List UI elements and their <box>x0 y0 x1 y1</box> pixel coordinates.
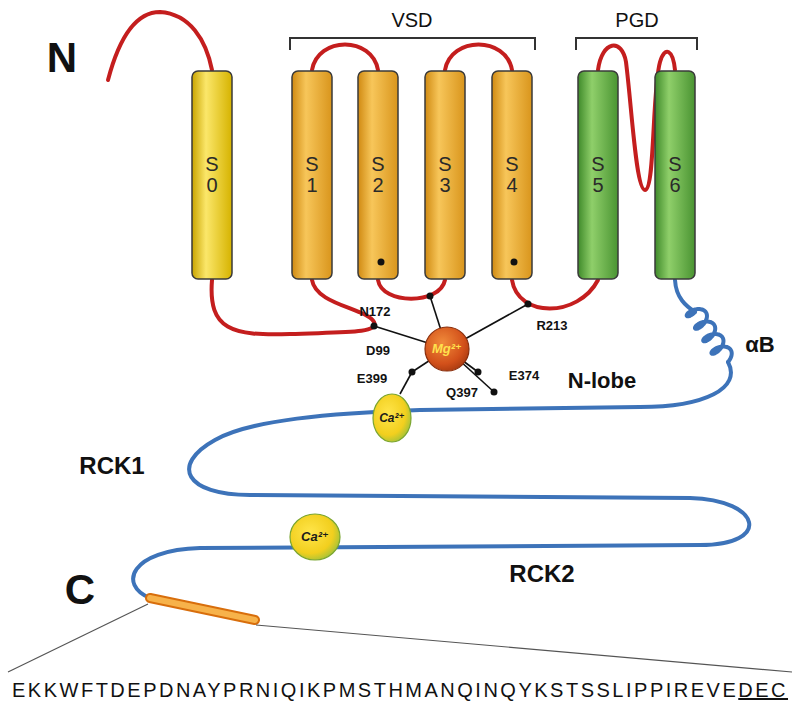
leader-line <box>8 604 792 672</box>
calcium-ion: Ca²⁺ <box>372 393 412 443</box>
sequence-text: EKKWFTDEPDNAYPRNIQIKPMSTHMANQINQYKSTSSLI… <box>12 679 738 702</box>
coordination-line <box>374 296 528 394</box>
segment-name: S 0 <box>204 154 220 196</box>
helix-coil <box>687 309 732 362</box>
residue-label: E374 <box>509 369 539 384</box>
membrane-loop <box>108 12 675 334</box>
segment-name: S 4 <box>504 154 520 196</box>
domain-label: N-lobe <box>568 368 636 393</box>
sequence-text: DEC <box>738 679 788 702</box>
ion-name: Mg²⁺ <box>432 342 462 356</box>
helix-segment: S 5 <box>577 70 619 280</box>
residue-dot <box>378 259 385 266</box>
residue-dot <box>511 259 518 266</box>
terminus-label: C <box>65 566 95 614</box>
segment-name: S 2 <box>370 154 386 196</box>
helix-segment: S 2 <box>357 70 399 280</box>
helix-segment: S 3 <box>424 70 466 280</box>
residue-label: N172 <box>359 305 390 320</box>
helix-segment: S 0 <box>191 70 233 280</box>
calcium-ion: Ca²⁺ <box>289 513 341 561</box>
domain-label: RCK2 <box>509 560 574 588</box>
residue-label: D99 <box>366 344 390 359</box>
residue-label: R213 <box>536 319 567 334</box>
segment-name: S 5 <box>590 154 606 196</box>
ion-name: Ca²⁺ <box>301 530 329 544</box>
c-terminal-segment <box>150 598 255 620</box>
domain-label: αB <box>745 332 774 357</box>
segment-name: S 6 <box>667 154 683 196</box>
magnesium-ion: Mg²⁺ <box>424 326 470 372</box>
helix-segment: S 4 <box>491 70 533 280</box>
domain-label: RCK1 <box>79 452 144 480</box>
ion-name: Ca²⁺ <box>379 412 405 425</box>
segment-name: S 3 <box>437 154 453 196</box>
domain-label: VSD <box>391 9 432 32</box>
terminus-label: N <box>47 34 77 82</box>
helix-segment: S 1 <box>291 70 333 280</box>
helix-segment: S 6 <box>654 70 696 280</box>
residue-dot <box>371 293 532 396</box>
residue-label: Q397 <box>446 386 478 401</box>
segment-name: S 1 <box>304 154 320 196</box>
domain-label: PGD <box>615 9 658 32</box>
cytosolic-chain <box>133 280 749 598</box>
residue-label: E399 <box>357 372 387 387</box>
